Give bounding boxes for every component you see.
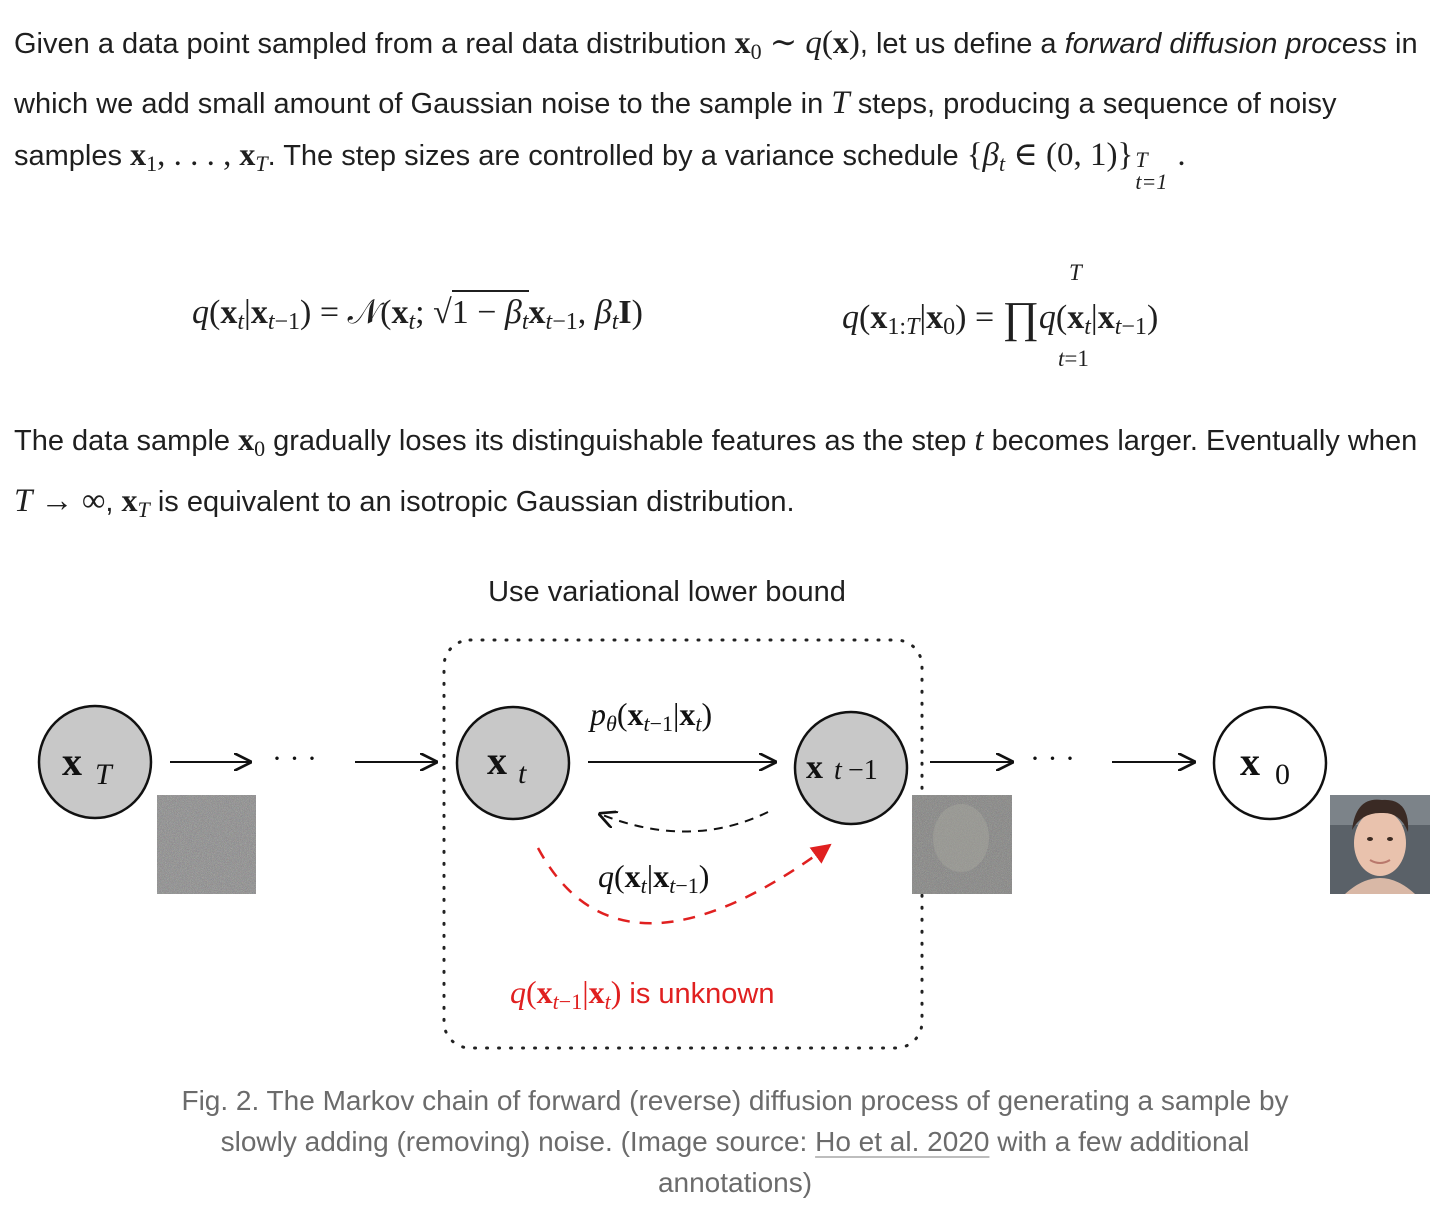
intro-paragraph: Given a data point sampled from a real d…: [14, 24, 1418, 194]
caption-text-2: with a few additional annotations): [657, 1126, 1250, 1198]
label-p-theta: pθ(xt−1|xt): [588, 696, 712, 736]
para2-text-4: ,: [105, 485, 114, 518]
figure-caption: Fig. 2. The Markov chain of forward (rev…: [180, 1080, 1290, 1203]
svg-text:x: x: [1240, 739, 1260, 784]
para1-text-2: , let us define a: [859, 28, 1057, 60]
para2-text-2: gradually loses its distinguishable feat…: [273, 425, 967, 457]
para2-text-5: is equivalent to an isotropic Gaussian d…: [157, 485, 795, 518]
para1-text-4: in which we add small amount of Gaussian…: [14, 28, 1418, 120]
joint-equation: q(x1:T|x0) = ∏q(xt|xt−1): [842, 293, 1159, 342]
svg-text:t: t: [834, 755, 843, 786]
svg-text:x: x: [62, 739, 82, 784]
label-q-forward: q(xt|xt−1): [598, 858, 709, 898]
noise-image-xT: [157, 795, 256, 894]
product-upper-limit: T: [1069, 260, 1082, 285]
math-t: t: [974, 422, 984, 458]
noise-image-xt-minus-1: [912, 795, 1012, 894]
svg-text:x: x: [806, 749, 823, 786]
face-image-x0: [1330, 795, 1430, 894]
math-sim: ∼: [769, 25, 798, 61]
svg-text:t: t: [518, 757, 527, 790]
caption-text-1: Fig. 2. The Markov chain of forward (rev…: [181, 1085, 1289, 1157]
para1-forward-process: forward diffusion process: [1064, 28, 1387, 60]
para1-text-6: . The step sizes are controlled by a var…: [267, 140, 959, 172]
forward-equation: q(xt|xt−1) = 𝒩(xt; √1 − βtxt−1, βtI): [192, 290, 643, 335]
caption-source-link[interactable]: Ho et al. 2020: [815, 1126, 990, 1157]
math-x0-2: x0: [238, 421, 266, 461]
arrow-forward-dashed: [600, 812, 769, 833]
math-xT: xT: [121, 481, 150, 522]
ellipsis-left: · · ·: [272, 742, 317, 775]
node-xT: x T: [37, 704, 153, 820]
node-xt: x t: [455, 705, 571, 821]
vlb-label: Use variational lower bound: [488, 576, 846, 608]
para1-text-1: Given a data point sampled from a real d…: [14, 28, 727, 60]
para1-text-5: steps, producing a sequence of noisy sam…: [14, 87, 1337, 173]
para2-text-3: becomes larger. Eventually when: [991, 425, 1418, 457]
math-qx: q: [805, 25, 822, 61]
para2-text-1: The data sample: [14, 425, 231, 457]
label-unknown: q(xt−1|xt)is unknown: [510, 974, 774, 1014]
limit-paragraph: The data sample x0 gradually loses its d…: [14, 414, 1434, 535]
ellipsis-right: · · ·: [1030, 742, 1075, 775]
math-samples: x1: [130, 136, 158, 176]
svg-text:0: 0: [1275, 758, 1290, 791]
node-x0: x 0: [1212, 705, 1328, 821]
math-T: T: [831, 84, 850, 121]
node-xt-minus-1: x t −1: [793, 710, 909, 826]
math-x0: x0: [734, 24, 762, 64]
svg-text:x: x: [487, 738, 507, 783]
svg-text:T: T: [95, 758, 114, 791]
product-lower-limit: t=1: [1058, 346, 1089, 371]
svg-text:−1: −1: [848, 755, 878, 786]
math-limit: T → ∞: [14, 482, 106, 519]
